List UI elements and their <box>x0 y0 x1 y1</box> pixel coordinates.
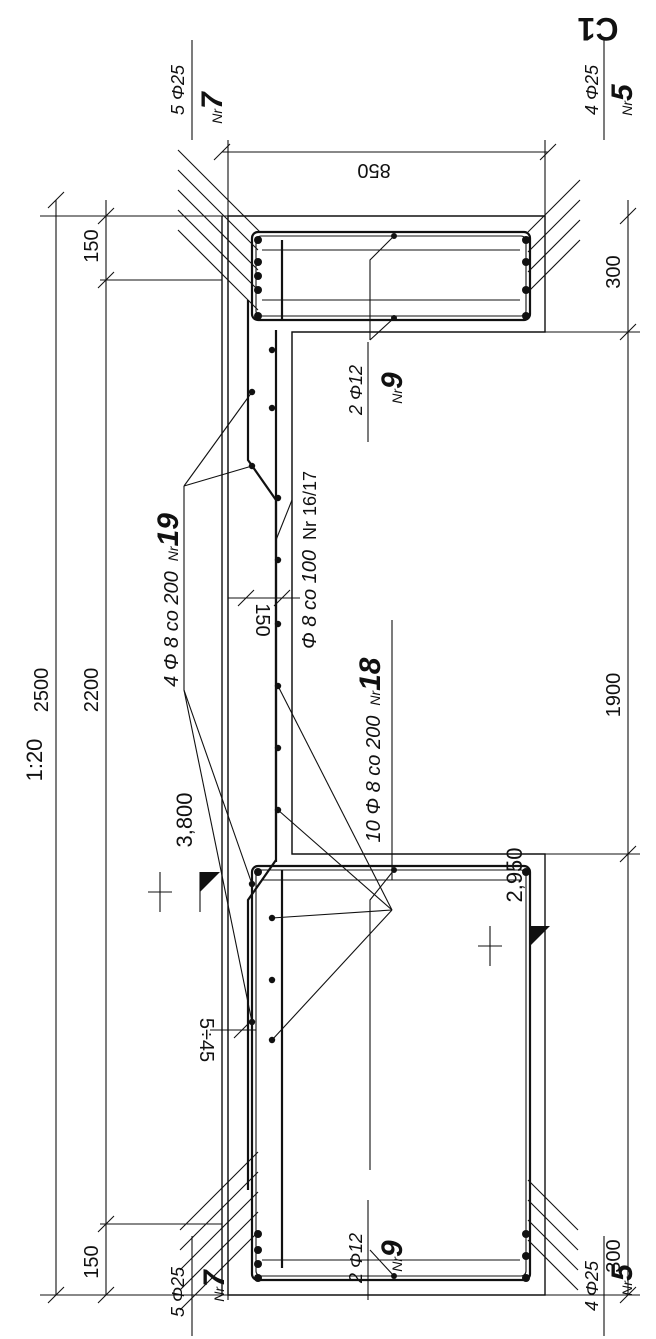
label-bottom-left-bars: 5 Φ25 <box>168 1266 188 1317</box>
svg-text:2200: 2200 <box>81 668 103 713</box>
svg-text:1:20: 1:20 <box>22 739 47 782</box>
svg-text:300: 300 <box>603 255 625 288</box>
level-bottom: 2,950 <box>502 847 527 902</box>
label-top-side-bars: 2 Φ12 <box>346 365 366 416</box>
leader-lines <box>148 40 605 1336</box>
scale-label: 1:20 <box>22 739 47 782</box>
svg-text:Nr5: Nr5 <box>606 83 639 116</box>
svg-text:150: 150 <box>81 229 103 262</box>
label-top-left-bars: 5 Φ25 <box>168 64 188 115</box>
label-bottom-side-bars: 2 Φ12 <box>346 1233 366 1284</box>
dim-web: 1900 <box>603 673 625 718</box>
label-top-right-nr: Nr5 <box>606 83 639 116</box>
svg-text:4 Φ 8 co 200Nr19: 4 Φ 8 co 200Nr19 <box>152 513 185 687</box>
rebar-dots <box>248 233 530 1282</box>
dimension-lines <box>40 140 640 1304</box>
dim-overall: 2500 <box>31 668 53 713</box>
svg-text:2,950: 2,950 <box>502 847 527 902</box>
label-stirrups: Φ 8 co 100Nr 16/17 <box>299 471 321 649</box>
svg-text:150: 150 <box>81 1245 103 1278</box>
svg-text:5 Φ25: 5 Φ25 <box>168 64 188 115</box>
svg-text:Nr5: Nr5 <box>606 1263 639 1296</box>
dim-slope: 5÷45 <box>195 1018 217 1062</box>
svg-text:Nr9: Nr9 <box>376 372 409 404</box>
label-bottom-side-nr: Nr9 <box>376 1240 409 1272</box>
dim-edge-top: 300 <box>603 255 625 288</box>
dim-depth: 850 <box>357 159 390 181</box>
svg-text:850: 850 <box>357 159 390 181</box>
dim-slab: 150 <box>251 603 273 636</box>
svg-text:5÷45: 5÷45 <box>195 1018 217 1062</box>
svg-text:Nr7: Nr7 <box>196 91 229 124</box>
dim-flange-right: 150 <box>81 1245 103 1278</box>
svg-text:1900: 1900 <box>603 673 625 718</box>
label-bottom-right-bars: 4 Φ25 <box>582 1260 602 1311</box>
svg-text:3,800: 3,800 <box>172 792 197 847</box>
svg-text:2 Φ12: 2 Φ12 <box>346 1233 366 1284</box>
drawing-number: C1 <box>578 11 619 47</box>
svg-text:2500: 2500 <box>31 668 53 713</box>
svg-text:150: 150 <box>251 603 273 636</box>
svg-text:10 Φ 8 co 200Nr18: 10 Φ 8 co 200Nr18 <box>354 657 387 842</box>
label-top-left-nr: Nr7 <box>196 91 229 124</box>
label-slab-top: 4 Φ 8 co 200Nr19 <box>152 513 185 687</box>
svg-text:300: 300 <box>603 1239 625 1272</box>
label-top-side-nr: Nr9 <box>376 372 409 404</box>
label-top-right-bars: 4 Φ25 <box>582 64 602 115</box>
svg-text:Φ 8 co 100Nr 16/17: Φ 8 co 100Nr 16/17 <box>299 471 321 649</box>
dim-flange-left: 150 <box>81 229 103 262</box>
dim-edge-bottom: 300 <box>603 1239 625 1272</box>
svg-text:Nr9: Nr9 <box>376 1240 409 1272</box>
dim-inner: 2200 <box>81 668 103 713</box>
svg-text:4 Φ25: 4 Φ25 <box>582 64 602 115</box>
label-slab-bottom: 10 Φ 8 co 200Nr18 <box>354 657 387 842</box>
level-top: 3,800 <box>172 792 197 847</box>
svg-text:2 Φ12: 2 Φ12 <box>346 365 366 416</box>
svg-text:Nr7: Nr7 <box>198 1269 231 1302</box>
label-bottom-left-nr: Nr7 <box>198 1269 231 1302</box>
svg-text:5 Φ25: 5 Φ25 <box>168 1266 188 1317</box>
label-bottom-right-nr: Nr5 <box>606 1263 639 1296</box>
svg-text:4 Φ25: 4 Φ25 <box>582 1260 602 1311</box>
